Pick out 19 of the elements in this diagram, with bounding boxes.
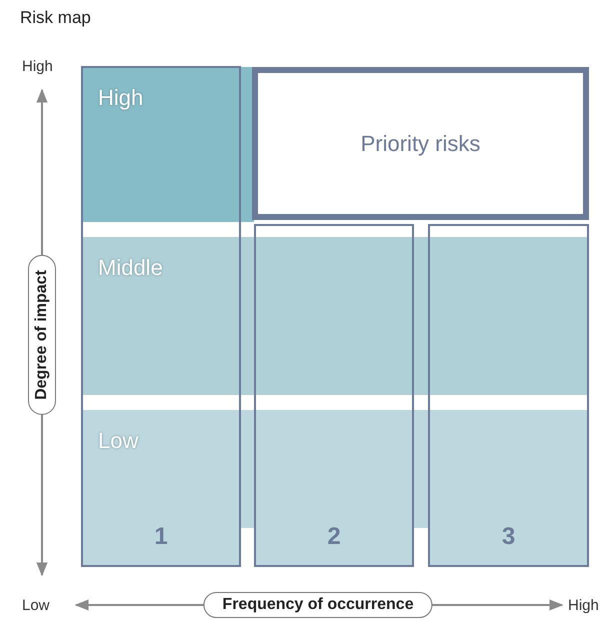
column-number: 1 — [153, 523, 169, 551]
frequency-column — [81, 66, 241, 567]
frequency-column — [428, 224, 589, 567]
impact-band — [82, 237, 588, 395]
axis-end-label: High — [22, 58, 53, 75]
column-number: 2 — [326, 523, 342, 551]
row-label: Low — [98, 428, 138, 454]
row-label: Middle — [98, 255, 163, 281]
axis-title-pill: Degree of impact — [28, 255, 56, 415]
column-number: 3 — [500, 523, 516, 551]
impact-band — [82, 410, 588, 528]
impact-band — [82, 67, 254, 222]
axis-title-pill: Frequency of occurrence — [203, 592, 433, 618]
priority-box — [252, 67, 589, 220]
frequency-column — [254, 224, 414, 567]
row-label: High — [98, 85, 144, 111]
diagram-title: Risk map — [20, 8, 91, 28]
priority-label: Priority risks — [360, 130, 480, 156]
axis-end-label: High — [568, 597, 599, 614]
